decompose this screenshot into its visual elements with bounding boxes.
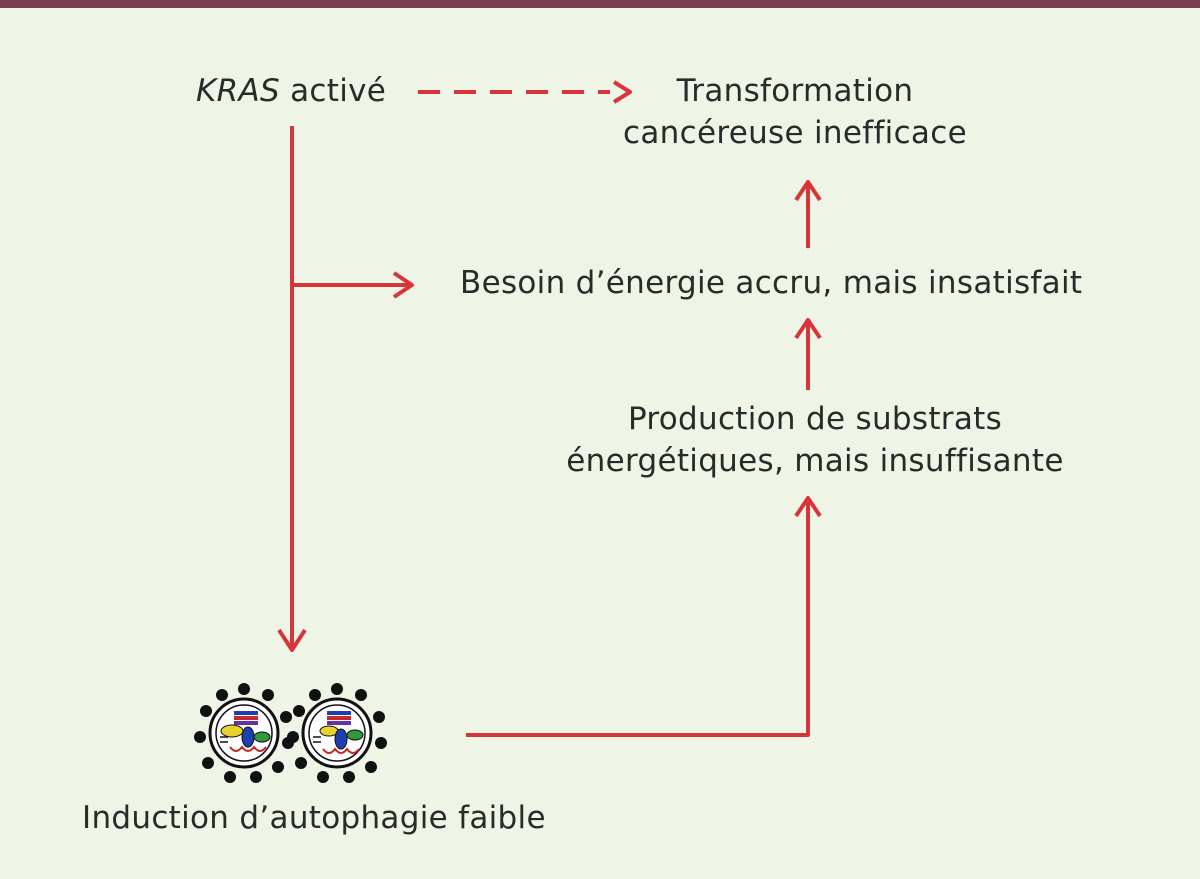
induction-autophagie-label: Induction d’autophagie faible (82, 800, 546, 836)
autophagosome-cell-icon (287, 683, 387, 783)
arrow-besoin-head (392, 271, 414, 299)
arrow-besoin-up-head (794, 318, 822, 340)
top-border-bar (0, 0, 1200, 8)
production-substrats-label: Production de substrats énergétiques, ma… (560, 398, 1070, 482)
kras-status-text: activé (279, 73, 387, 109)
production-line1: Production de substrats (627, 401, 1003, 437)
autophagosome-cell-icon (194, 683, 294, 783)
transformation-line1: Transformation (676, 73, 914, 109)
production-line2: énergétiques, mais insuffisante (566, 443, 1064, 479)
transformation-line2: cancéreuse inefficace (623, 115, 967, 151)
dashed-arrow-head (612, 80, 632, 104)
kras-gene-name: KRAS (196, 73, 280, 109)
arrow-autophagy-to-production (466, 500, 810, 737)
transformation-label: Transformation cancéreuse inefficace (610, 70, 980, 154)
arrow-autophagy-head (277, 628, 307, 652)
besoin-energie-label: Besoin d’énergie accru, mais insatisfait (460, 265, 1083, 301)
arrow-transformation-head (794, 180, 822, 202)
kras-active-label: KRAS activé (196, 70, 386, 112)
arrow-production-head (794, 496, 822, 518)
